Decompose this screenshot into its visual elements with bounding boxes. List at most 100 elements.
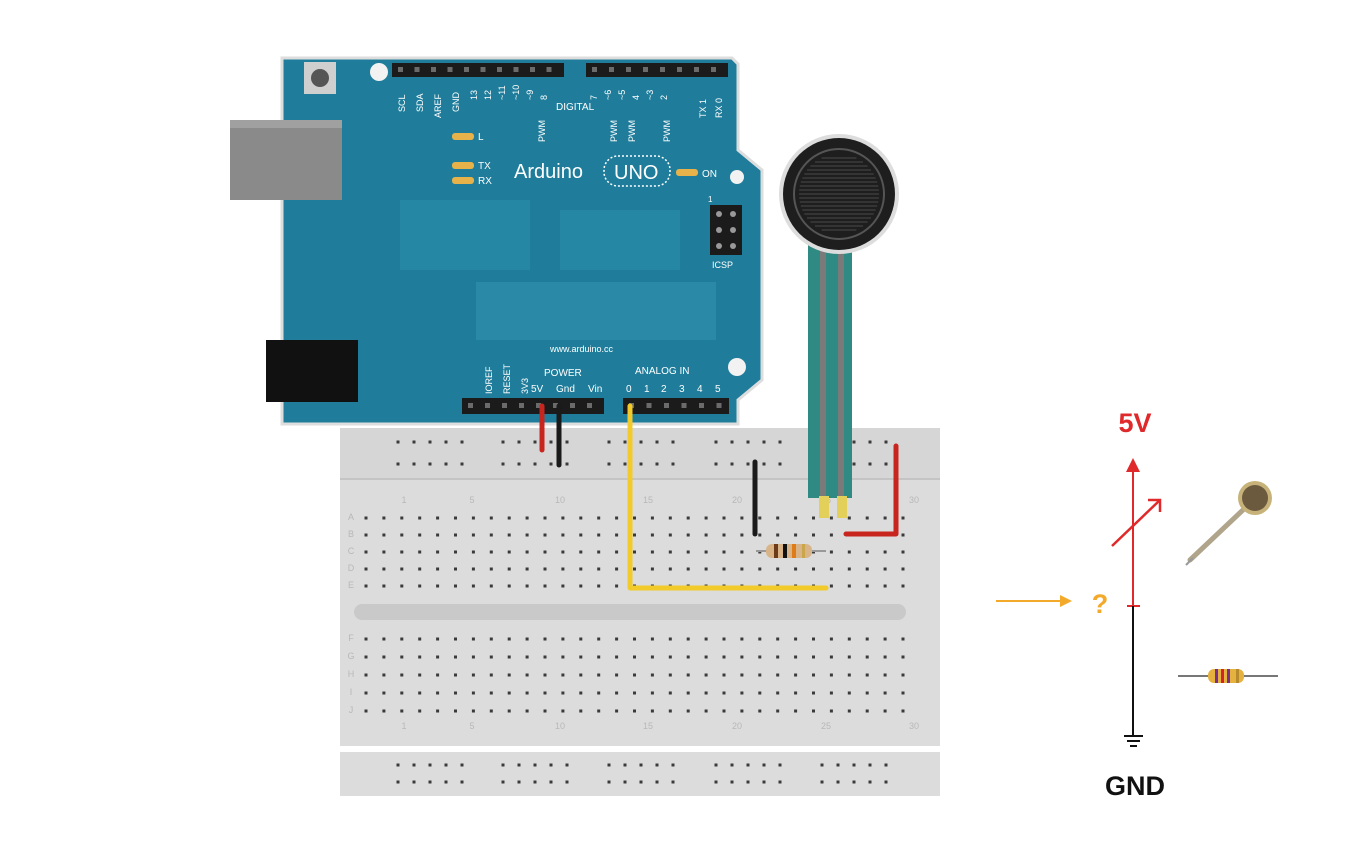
breadboard-hole — [633, 516, 636, 520]
breadboard-hole — [382, 533, 386, 537]
breadboard-hole — [776, 655, 780, 659]
row-letter: C — [348, 546, 355, 556]
breadboard-hole — [615, 584, 619, 588]
breadboard-hole — [436, 516, 440, 520]
breadboard-hole — [400, 567, 404, 571]
breadboard-hole — [633, 673, 636, 677]
breadboard-hole — [740, 691, 744, 695]
breadboard-hole — [489, 516, 493, 520]
breadboard-hole — [650, 567, 654, 571]
power-pin-label: 5V — [531, 384, 544, 395]
breadboard-hole — [883, 550, 887, 554]
breadboard-hole — [489, 584, 493, 588]
breadboard-hole — [507, 691, 511, 695]
breadboard-hole — [847, 673, 851, 677]
breadboard-hole — [650, 655, 654, 659]
row-letter: G — [347, 651, 354, 661]
breadboard-hole — [489, 709, 493, 713]
breadboard-hole — [561, 673, 565, 677]
rail-hole — [623, 763, 627, 767]
rail-hole — [868, 763, 872, 767]
breadboard-hole — [543, 584, 547, 588]
breadboard-hole — [615, 567, 619, 571]
rail-hole — [868, 780, 872, 784]
rail-hole — [533, 780, 537, 784]
breadboard-hole — [471, 709, 475, 713]
header-pin — [699, 403, 704, 408]
led-l — [452, 133, 474, 140]
breadboard-hole — [865, 709, 869, 713]
rail-hole — [565, 763, 569, 767]
rail-hole — [549, 440, 553, 444]
breadboard-hole — [865, 550, 869, 554]
breadboard-hole — [436, 673, 440, 677]
header-pin — [519, 403, 524, 408]
rail-hole — [549, 780, 553, 784]
column-number: 20 — [732, 495, 742, 505]
rail-hole — [444, 780, 448, 784]
breadboard-hole — [901, 533, 905, 537]
breadboard-hole — [865, 655, 869, 659]
breadboard-hole — [400, 655, 404, 659]
rail-hole — [852, 462, 856, 466]
rail-hole — [607, 440, 611, 444]
rail-hole — [730, 462, 734, 466]
probe-arrow-icon — [1060, 595, 1072, 607]
breadboard-hole — [615, 709, 619, 713]
header-pin — [677, 67, 682, 72]
breadboard-hole — [776, 673, 780, 677]
breadboard-hole — [471, 584, 475, 588]
breadboard-hole — [865, 516, 869, 520]
header-pin — [398, 67, 403, 72]
breadboard-hole — [543, 637, 547, 641]
breadboard-hole — [597, 691, 601, 695]
breadboard-hole — [776, 709, 780, 713]
breadboard-hole — [436, 637, 440, 641]
breadboard-hole — [740, 567, 744, 571]
rail-hole — [655, 440, 659, 444]
rail-hole — [868, 440, 872, 444]
breadboard-hole — [722, 691, 726, 695]
rail-hole — [836, 780, 840, 784]
rail-hole — [639, 763, 643, 767]
breadboard-hole — [740, 516, 744, 520]
pin-label: SCL — [397, 94, 407, 112]
breadboard-hole — [525, 673, 529, 677]
breadboard-hole — [418, 550, 422, 554]
column-number: 30 — [909, 721, 919, 731]
breadboard-hole — [543, 533, 547, 537]
rail-hole — [884, 440, 888, 444]
pin-label: AREF — [433, 93, 443, 118]
breadboard-hole — [847, 691, 851, 695]
breadboard-hole — [740, 709, 744, 713]
header-pin — [464, 67, 469, 72]
breadboard-hole — [436, 655, 440, 659]
breadboard-hole — [382, 655, 386, 659]
row-letter: D — [348, 563, 355, 573]
breadboard-hole — [794, 709, 798, 713]
breadboard-hole — [364, 584, 368, 588]
rail-hole — [533, 440, 537, 444]
breadboard-hole — [829, 533, 833, 537]
breadboard-hole — [650, 550, 654, 554]
row-letter: I — [350, 687, 353, 697]
rail-hole — [565, 462, 569, 466]
breadboard-hole — [436, 584, 440, 588]
breadboard-hole — [686, 550, 690, 554]
resistor-on-breadboard — [756, 544, 826, 558]
breadboard-hole — [615, 533, 619, 537]
digital-label: DIGITAL — [556, 102, 595, 113]
breadboard-hole — [561, 709, 565, 713]
rail-hole — [778, 763, 782, 767]
rail-hole — [444, 763, 448, 767]
column-numbers-bottom: 1 5 10 15 20 25 30 — [401, 721, 919, 731]
breadboard-hole — [561, 550, 565, 554]
breadboard-hole — [901, 550, 905, 554]
breadboard-hole — [471, 550, 475, 554]
breadboard-hole — [758, 673, 762, 677]
usb-port — [230, 120, 342, 200]
rail-hole — [549, 763, 553, 767]
breadboard-hole — [364, 567, 368, 571]
rail-hole — [884, 462, 888, 466]
